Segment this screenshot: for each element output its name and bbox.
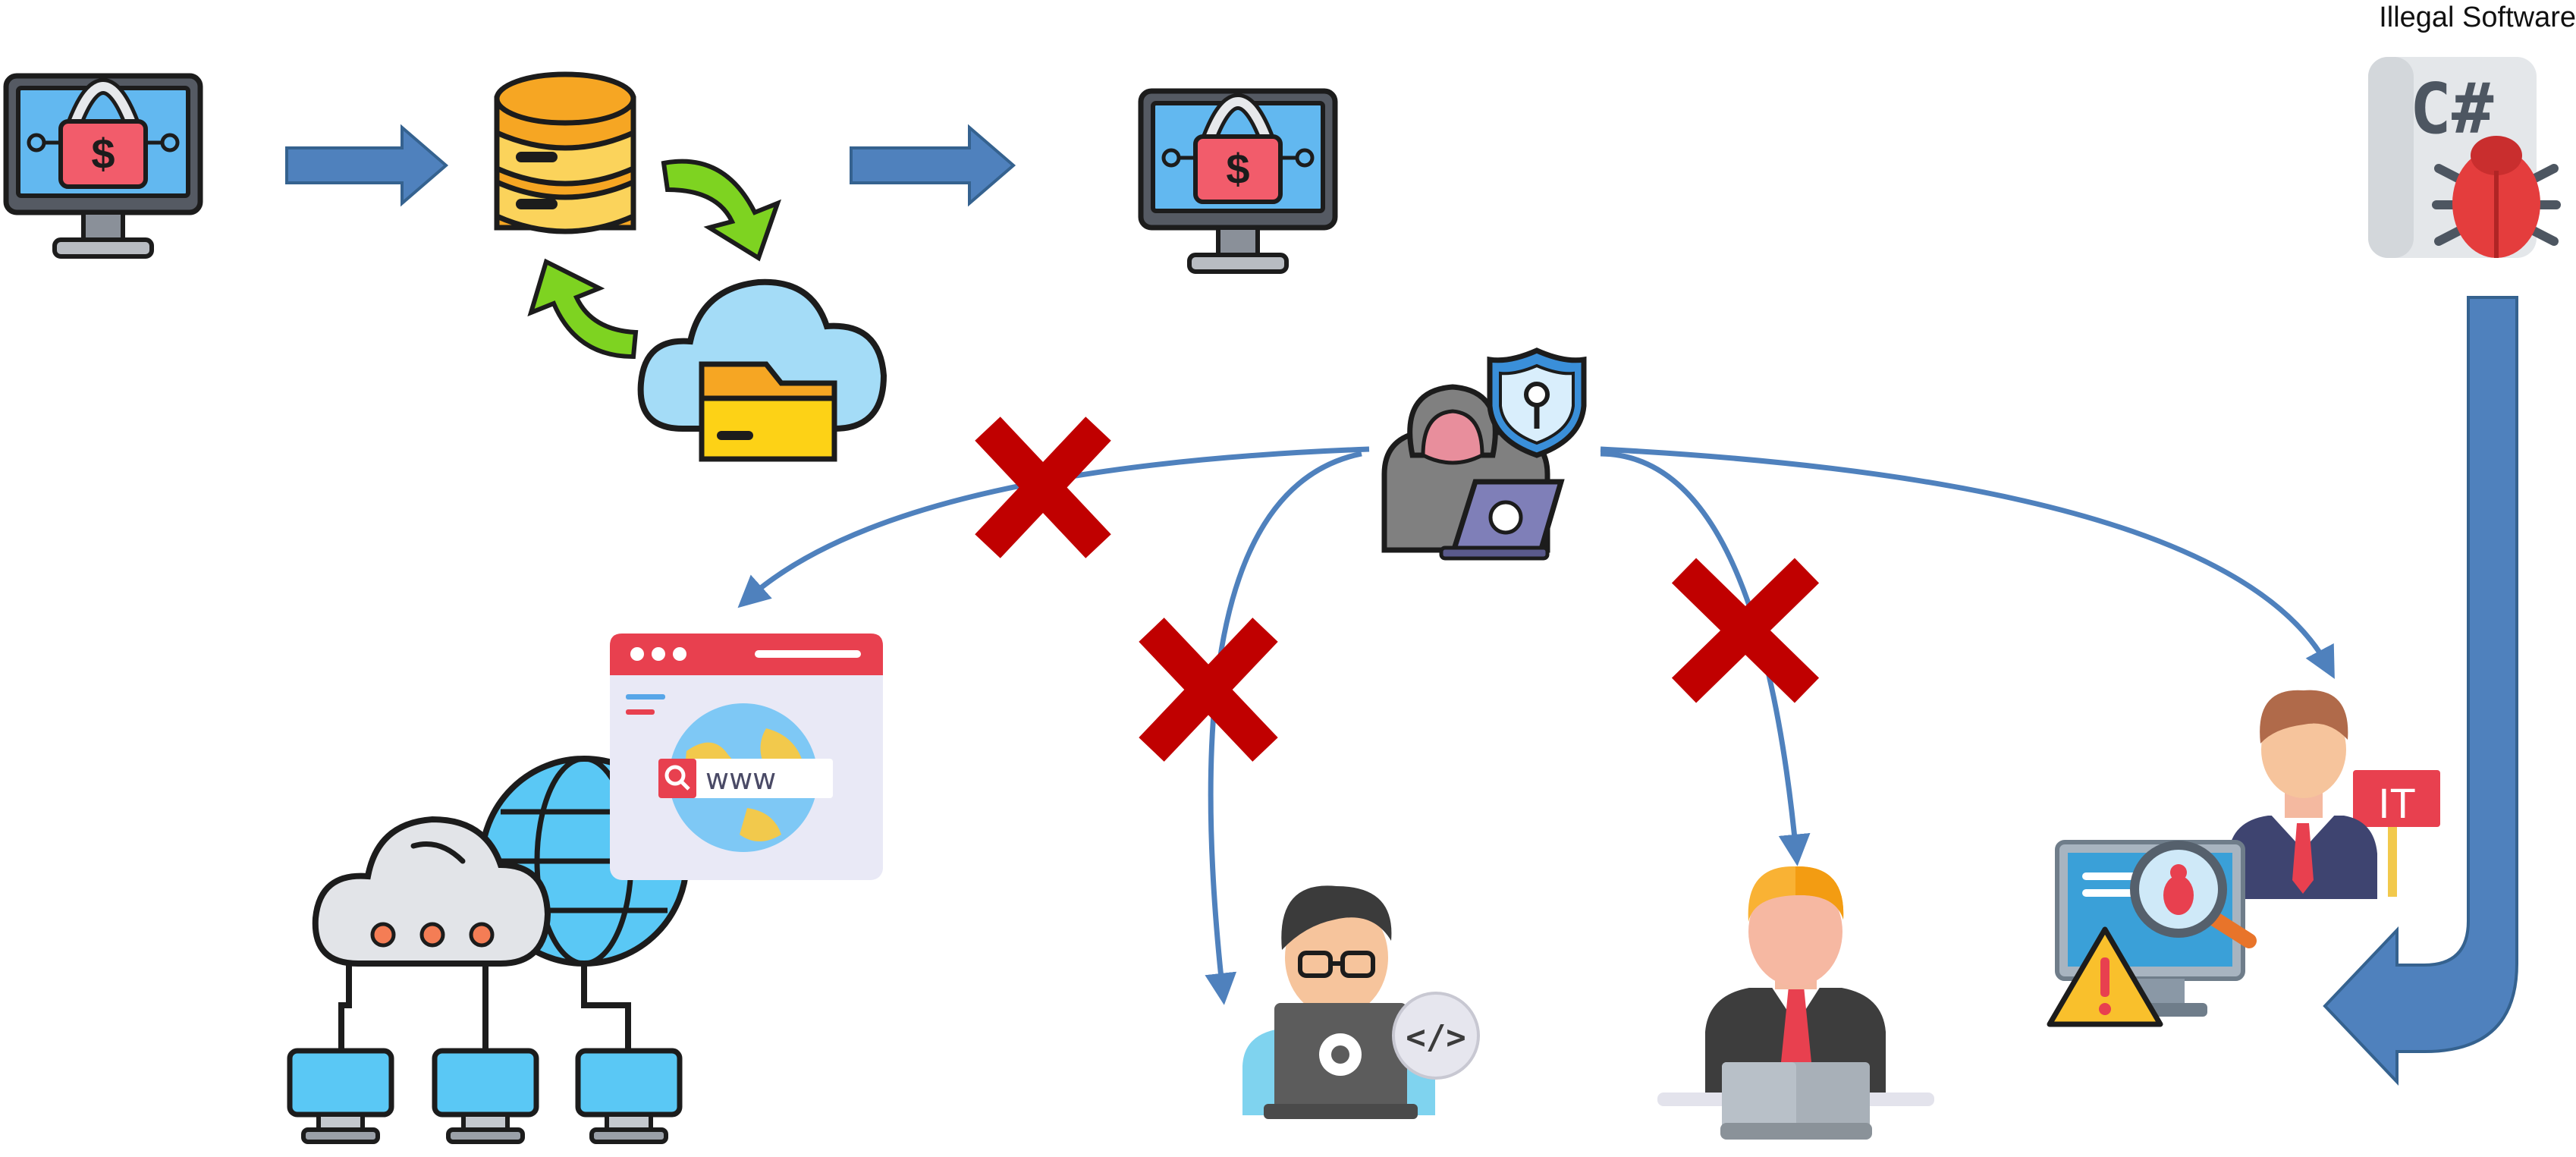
flow-arrow-2 xyxy=(850,124,1016,207)
browser-www-icon: www xyxy=(610,634,883,880)
shield-keyhole-icon xyxy=(1487,347,1587,458)
ransomware-monitor-icon: $ xyxy=(1138,88,1338,274)
manager-icon xyxy=(1657,866,1934,1140)
green-arrow-up xyxy=(527,258,639,360)
ransomware-monitor-icon: $ xyxy=(3,73,203,259)
dollar-glyph: $ xyxy=(1226,145,1249,193)
csharp-glyph: C# xyxy=(2410,68,2494,149)
blocked-cross-1 xyxy=(975,417,1111,558)
dollar-glyph: $ xyxy=(91,130,115,178)
it-support-icon: IT xyxy=(2047,690,2440,1027)
flow-arrow-1 xyxy=(285,124,449,207)
it-glyph: IT xyxy=(2378,779,2416,827)
attack-arrow-to-browser xyxy=(737,446,1370,608)
csharp-bug-file-icon: C# xyxy=(2368,57,2561,258)
blocked-cross-2 xyxy=(1139,618,1278,762)
illegal-software-arrow xyxy=(2323,296,2518,1086)
www-glyph: www xyxy=(705,762,776,796)
attack-arrow-to-manager xyxy=(1600,451,1811,866)
cloud-folder-icon xyxy=(637,278,887,462)
attack-arrow-to-developer xyxy=(1205,451,1362,1005)
green-arrow-down xyxy=(661,159,781,262)
hacker-laptop-icon xyxy=(1381,384,1565,561)
illegal-software-label: Illegal Software xyxy=(2379,2,2576,33)
code-glyph: </> xyxy=(1406,1018,1465,1057)
developer-icon: </> xyxy=(1242,885,1480,1119)
blocked-cross-3 xyxy=(1671,558,1820,703)
attack-arrow-to-it xyxy=(1600,446,2335,679)
database-backup-icon xyxy=(494,71,636,234)
